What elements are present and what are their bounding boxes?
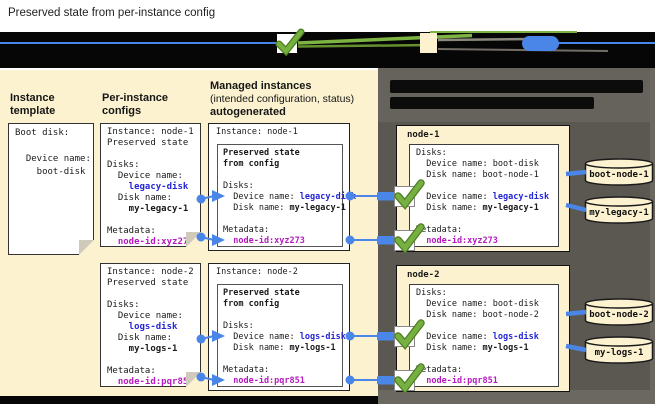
bottom-black-strip <box>0 396 378 404</box>
managed-box-title: Instance: node-1 <box>216 127 298 137</box>
legend-green-arrow-line-1 <box>297 33 473 45</box>
vm-box-title: node-2 <box>407 270 440 280</box>
managed-box-title: Instance: node-2 <box>216 267 298 277</box>
legend-blue-pill <box>522 35 559 51</box>
vm-panel-right-edge <box>650 68 655 404</box>
vm-panel-top-band <box>378 68 655 122</box>
heading-managed-line2: (intended configuration, status) <box>210 93 355 105</box>
vm-disks-section: Disks: Device name: boot-disk Disk name:… <box>409 144 559 247</box>
status-check-xyz273 <box>394 223 425 254</box>
vm-panel-bottom-edge <box>378 390 655 404</box>
status-check-logs-disk <box>394 319 425 350</box>
green-check-icon <box>394 319 425 350</box>
svg-text:my-logs-1: my-logs-1 <box>595 348 644 358</box>
svg-text:my-legacy-1: my-legacy-1 <box>589 208 649 218</box>
heading-instance-template: Instance template <box>10 92 56 117</box>
vm-box-node-1: node-1 Disks: Device name: boot-disk Dis… <box>396 125 570 252</box>
disk-cylinder-boot-node-1: boot-node-1 <box>584 158 654 186</box>
green-check-icon <box>394 223 425 254</box>
disk-cylinder-my-legacy-1: my-legacy-1 <box>584 196 654 224</box>
status-check-pqr851 <box>394 363 425 394</box>
green-check-icon <box>394 179 425 210</box>
disk-cylinder-my-logs-1: my-logs-1 <box>584 336 654 364</box>
svg-text:boot-node-2: boot-node-2 <box>589 310 649 320</box>
heading-managed-instances: Managed instances (intended configuratio… <box>210 80 378 119</box>
legend-gray-line-2 <box>437 48 609 52</box>
heading-managed-line3: autogenerated <box>210 106 286 118</box>
legend-green-top-line <box>430 30 577 33</box>
vm-box-title: node-1 <box>407 130 440 140</box>
instance-template-doc: Boot disk: Device name: boot-disk <box>8 123 94 255</box>
legend-gray-line-1 <box>437 37 534 42</box>
disk-cylinder-boot-node-2: boot-node-2 <box>584 298 654 326</box>
green-check-icon <box>394 363 425 394</box>
legend-beige-swatch <box>420 33 437 53</box>
vm-box-node-2: node-2 Disks: Device name: boot-disk Dis… <box>396 265 570 392</box>
legend-green-arrow-line-2 <box>297 43 433 48</box>
redacted-heading-bar-1 <box>390 80 643 93</box>
vm-disks-section: Disks: Device name: boot-disk Disk name:… <box>409 284 559 387</box>
redacted-heading-bar-2 <box>390 97 594 109</box>
legend-checkbox <box>275 28 305 57</box>
green-check-icon <box>275 28 305 57</box>
svg-text:boot-node-1: boot-node-1 <box>589 170 649 180</box>
page-title: Preserved state from per-instance config <box>8 7 216 19</box>
status-check-legacy-disk <box>394 179 425 210</box>
heading-per-instance-configs: Per-instance configs <box>102 92 169 117</box>
legend-shapes <box>0 33 655 52</box>
heading-managed-line1: Managed instances <box>210 80 312 92</box>
